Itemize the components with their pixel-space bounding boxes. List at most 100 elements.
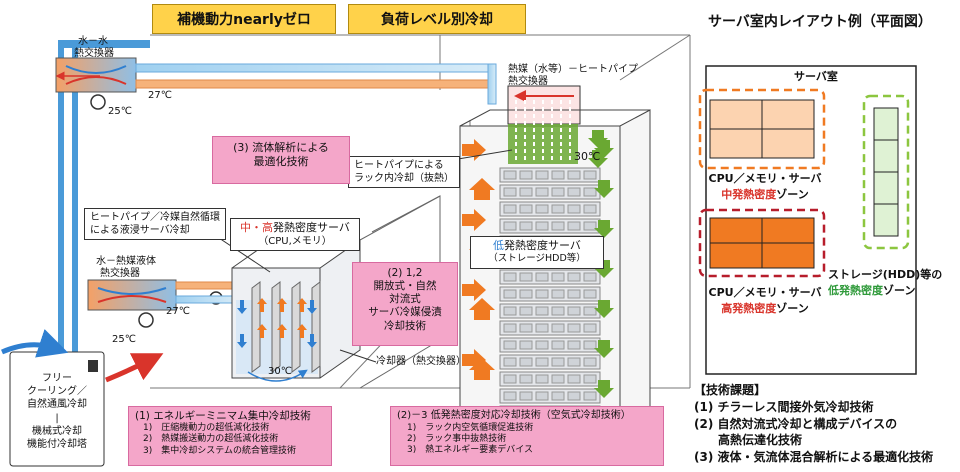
layout-panel [698,65,917,375]
rack-drive-bay [583,272,597,282]
layout-panel-title: サーバ室内レイアウト例（平面図） [708,14,932,30]
callout-heatpipe-line-2: ラック内冷却（抜熱） [354,173,454,184]
heatpipe-lines [515,100,571,160]
airflow-arrows [462,130,614,441]
rack-drive-bay [551,221,565,231]
rack-drive-bay [535,391,549,401]
rack-drive-bay [503,170,517,180]
rack-drive-bay [535,170,549,180]
rack-drive-bay [519,306,533,316]
rack-drive-bay [551,187,565,197]
immersion-server-board [291,281,301,373]
rack-drive-bay [551,306,565,316]
rack-drive-bay [503,204,517,214]
storage-zone-accent: 低発熱密度 [828,284,883,297]
mid-zone-accent: 中発熱密度 [721,188,777,201]
green-down-arrow [594,380,614,398]
callout-heatpipe-immersion: ヒートパイプ／冷媒自然循環 による液浸サーバ冷却 [84,208,226,240]
ft-line-1: フリー [42,373,72,384]
label-water-water-hx-1: 水－水 [78,36,108,47]
green-down-arrow [588,150,608,168]
immersion-server-board [251,281,261,373]
cooling-tower-label: フリー クーリング／ 自然通風冷却 | 機械式冷却 機能付冷却塔 [14,372,100,451]
rack-drive-bay [519,374,533,384]
rack-drive-bay [567,374,581,384]
rack-drive-bay [567,323,581,333]
label-temp-30-rack: 30℃ [574,150,601,163]
callout-immersion-line-2: による液浸サーバ冷却 [90,225,190,236]
rack-drive-bay [535,221,549,231]
rack-drive-bay [535,272,549,282]
tech1-title: (1) エネルギーミニマム集中冷却技術 [135,410,311,422]
green-down-arrow [594,300,614,318]
callout-heatpipe-rack: ヒートパイプによる ラック内冷却（抜熱） [348,156,460,188]
high-zone-suffix: ゾーン [776,302,809,315]
rack-drive-bay [503,374,517,384]
rack-drive-bay [567,306,581,316]
label-temp-27-mid: 27℃ [166,306,190,317]
rack-drive-bay [567,357,581,367]
tech1-item-3: 3) 集中冷却システムの統合管理技術 [143,445,296,456]
rack-drive-bay [503,289,517,299]
rack-drive-bay [535,323,549,333]
rack-drive-bay [583,391,597,401]
mid-zone-line-1: CPU／メモリ・サーバ [708,172,822,185]
high-zone-accent: 高発熱密度 [721,302,777,315]
tank-bottom-flow [247,369,308,382]
rack-drive-bay [583,170,597,180]
issue-2b: 高熱伝達化技術 [694,433,803,448]
rack-drive-bay [503,306,517,316]
label-rack-hx-2: 熱交換器 [508,76,548,87]
orange-up-arrow [469,298,495,320]
mid-zone-label: CPU／メモリ・サーバ 中発熱密度ゾーン [700,170,830,202]
header-load-cooling: 負荷レベル別冷却 [348,4,526,34]
immersion-server-board [311,281,321,373]
tech23-item-1: 1) ラック内空気循環促進技術 [407,422,534,433]
tech23-item-2: 2) ラック事中抜熱技術 [407,433,507,444]
fluid-analysis-line-2: 最適化技術 [253,154,309,168]
orange-right-arrow [462,279,486,301]
label-temp-27-top: 27℃ [148,90,172,101]
rack-drive-bay [519,340,533,350]
tech1-item-2: 2) 熱媒搬送動力の超低減化技術 [143,434,279,445]
tech23-title: (2)－3 低発熱密度対応冷却技術（空気式冷却技術） [397,410,631,421]
rack-drive-bay [535,340,549,350]
green-down-arrow [594,340,614,358]
rack-drive-bay [503,357,517,367]
rack-drive-bay [567,221,581,231]
high-zone-label: CPU／メモリ・サーバ 高発熱密度ゾーン [700,284,830,316]
rack-drive-bay [583,357,597,367]
box-tech-1: (1) エネルギーミニマム集中冷却技術 1) 圧縮機動力の超低減化技術 2) 熱… [128,406,332,466]
label-water-liquid-hx-2: 熱交換器 [100,268,140,279]
rack-top-hx [507,85,581,125]
rack-drive-bay [567,187,581,197]
storage-zone-label: ストレージ(HDD)等の 低発熱密度ゾーン [828,266,948,298]
mid-zone-suffix: ゾーン [776,188,809,201]
immersion-server-board [271,281,281,373]
rack-drive-bay [503,187,517,197]
rack-drive-bay [583,374,597,384]
rack-drive-bay [519,391,533,401]
header-auxiliary-power: 補機動力nearlyゼロ [152,4,336,34]
rack-drive-bay [567,391,581,401]
mid-high-rest: 発熱密度サーバ [273,221,350,234]
left-pipes [58,40,150,370]
rack-drive-bay [519,289,533,299]
orange-right-arrow [462,349,486,371]
issue-1: (1) チラーレス間接外気冷却技術 [694,399,874,414]
issue-2: (2) 自然対流式冷却と構成デバイスの [694,416,898,431]
tank-down-arrow [307,300,317,314]
rack-drive-bay [583,323,597,333]
rack-drive-bay [567,340,581,350]
ft-line-6: 機能付冷却塔 [27,438,87,450]
rack-drive-bay [583,289,597,299]
label-rack-hx-1: 熱媒（水等）－ヒートパイプ [508,64,638,75]
ft-line-5: 機械式冷却 [32,425,82,437]
storage-zone-line-1: ストレージ(HDD)等の [828,268,943,281]
mid-high-sub: （CPU,メモリ） [258,236,332,248]
low-accent: 低 [493,239,505,252]
tank-up-arrow [257,324,267,338]
rack-drive-bay [519,204,533,214]
tank-up-arrow [297,324,307,338]
